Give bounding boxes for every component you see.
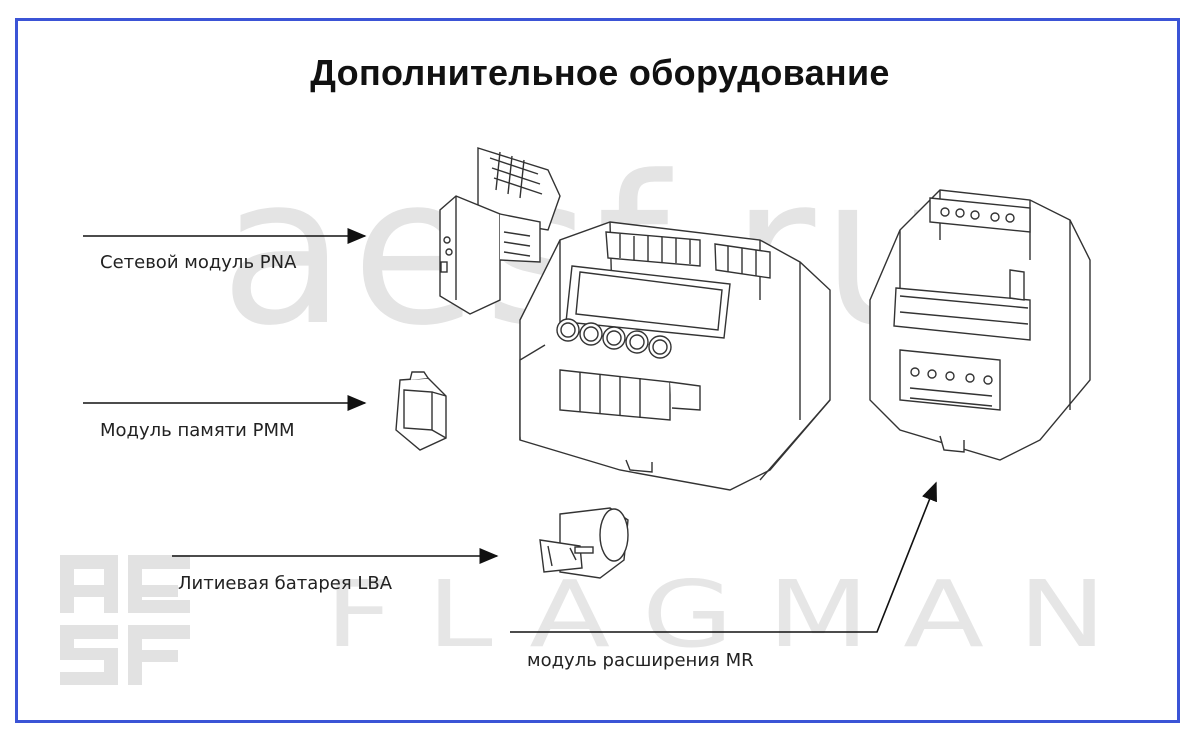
- aesf-logo-watermark: [60, 555, 190, 685]
- pna-module-illustration: [439, 147, 561, 315]
- diagram-frame: [15, 18, 1180, 723]
- arrow-mr: [510, 481, 937, 633]
- pmm-module-illustration: [395, 371, 447, 451]
- main-controller-illustration: [519, 221, 831, 491]
- label-lithium-battery: Литиевая батарея LBA: [178, 573, 393, 594]
- page-title: Дополнительное оборудование: [310, 52, 890, 93]
- lba-battery-illustration: [539, 507, 629, 579]
- label-expansion-module: модуль расширения MR: [527, 650, 754, 671]
- label-memory-module: Модуль памяти PMM: [100, 420, 295, 441]
- mr-module-illustration: [869, 189, 1091, 461]
- label-network-module: Сетевой модуль PNA: [100, 252, 297, 273]
- watermark-brand: FLAGMAN: [325, 560, 1141, 668]
